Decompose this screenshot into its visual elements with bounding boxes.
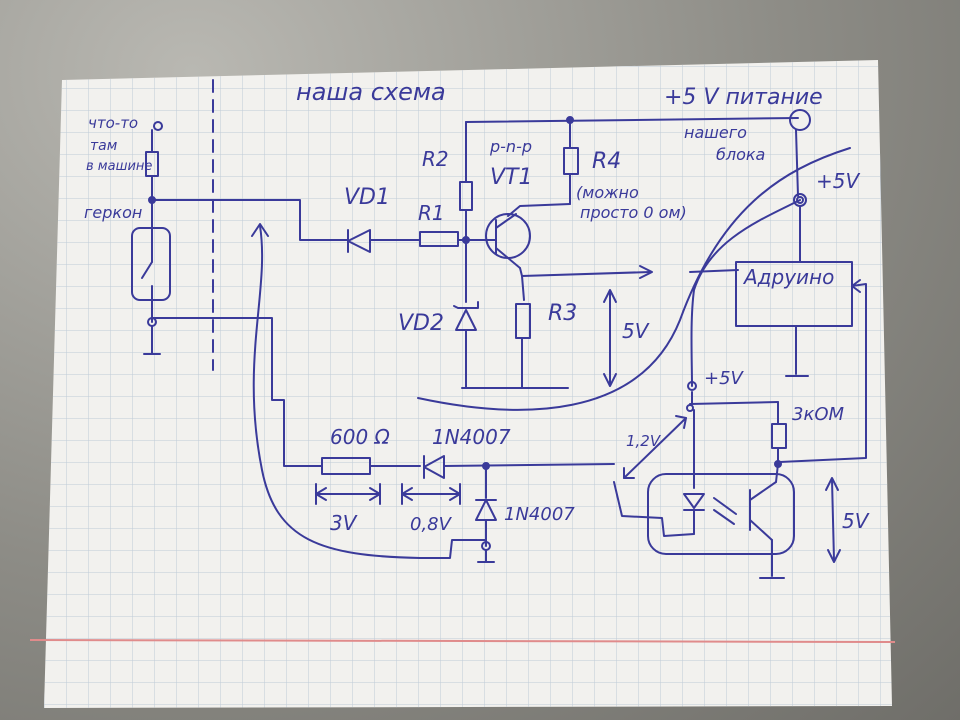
r4-note-label-2: просто 0 ом) [580,203,687,222]
paper-sheet [29,60,896,708]
vd2-label: VD2 [398,311,444,336]
labels-layer: наша схема +5 V питание нашего блока что… [84,78,870,535]
vd1-diode [339,229,421,253]
vt1-label: VT1 [490,165,533,190]
diode-1n4007-label-b: 1N4007 [504,504,575,525]
title-label: наша схема [296,78,446,106]
diode-1n4007-label-a: 1N4007 [432,425,511,449]
something-label-3: в машине [86,159,152,174]
voltage-0-8v-label: 0,8V [410,514,453,535]
gerkon-label: геркон [84,203,142,222]
car-side-circuit [131,121,341,467]
r2-label: R2 [422,147,449,171]
arduino-label: Адруино [742,265,834,289]
r600-label: 600 Ω [330,425,391,449]
vd1-label: VD1 [344,185,390,210]
pnp-label: p-n-p [489,137,532,156]
something-label-1: что-то [88,114,138,132]
something-label-2: там [90,138,118,154]
plus5v-top-label: +5V [816,169,860,193]
power-supply-label-3: блока [716,145,765,164]
series-diode-1n4007 [423,455,615,479]
optocoupler [613,409,795,579]
r3-label: R3 [548,301,577,326]
resistor-3k-label: 3кОМ [792,404,844,425]
voltage-5v-right-label: 5V [842,509,870,533]
margin-line [29,639,896,643]
vd2-zener [453,301,479,389]
voltage-3v-label: 3V [330,511,358,535]
voltage-5v-left-label: 5V [622,319,650,343]
r4-label: R4 [592,149,621,174]
voltage-1-2v-label: 1,2V [626,432,662,450]
power-supply-label-2: нашего [684,123,747,142]
plus5v-mid-label: +5V [704,368,745,389]
supply-terminal [789,109,811,131]
arduino-box [735,261,853,327]
power-supply-label: +5 V питание [664,85,823,110]
vt1-transistor [485,213,531,301]
r4-note-label-1: (можно [576,183,639,202]
r1-label: R1 [418,201,445,225]
